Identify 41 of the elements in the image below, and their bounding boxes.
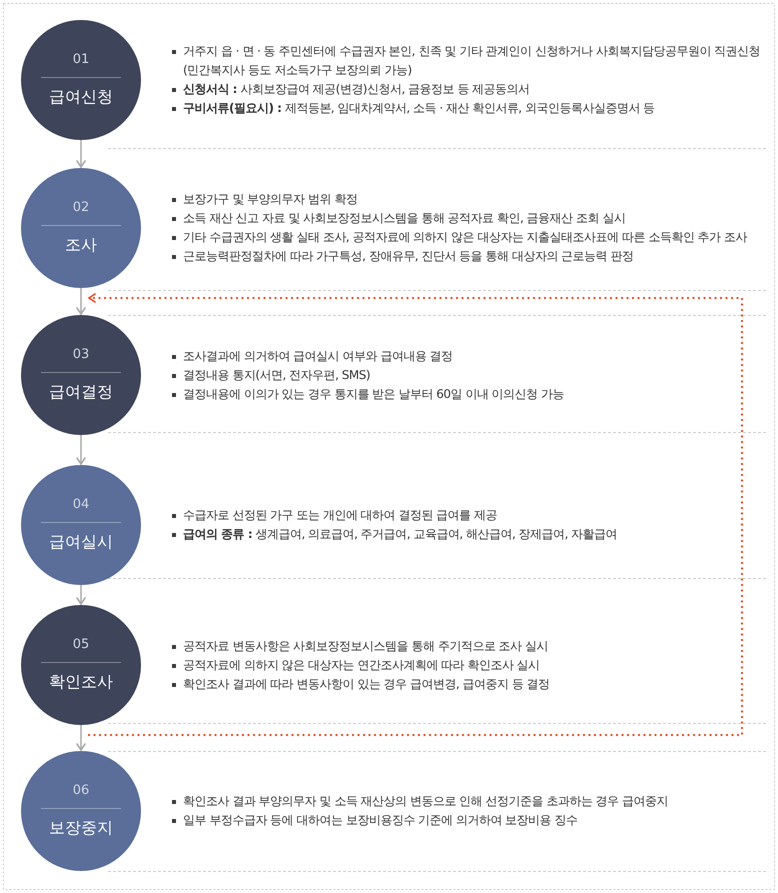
bullet-text: 근로능력판정절차에 따라 가구특성, 장애유무, 진단서 등을 통해 대상자의 근로능력 판정 xyxy=(183,248,634,265)
arrow xyxy=(76,585,86,605)
step-number: 04 xyxy=(72,497,90,513)
step-title: 확인조사 xyxy=(49,672,113,692)
arrow xyxy=(76,725,86,751)
step-title: 보장중지 xyxy=(49,818,113,838)
step-title: 급여결정 xyxy=(49,382,113,402)
bullet-text: 급여의 종류 : 생계급여, 의료급여, 주거급여, 교육급여, 해산급여, 장제급여, 자활급여 xyxy=(183,526,618,543)
bullet-text: 공적자료에 의하지 않은 대상자는 연간조사계획에 따라 확인조사 실시 xyxy=(183,656,540,674)
arrow xyxy=(76,140,86,168)
step-number: 02 xyxy=(72,200,90,216)
step-number: 03 xyxy=(72,347,90,363)
bullet-text: 소득 재산 신고 자료 및 사회보장정보시스템을 통해 공적자료 확인, 금융재산 조회 실시 xyxy=(183,210,626,227)
step-circle xyxy=(21,168,141,288)
step-number: 06 xyxy=(72,783,90,799)
dotted-arrow xyxy=(88,293,744,736)
step-circle xyxy=(21,20,141,140)
arrow xyxy=(76,288,86,315)
bullet-text: 신청서식 : 사회보장급여 제공(변경)신청서, 금융정보 등 제공동의서 xyxy=(183,81,530,98)
bullet-text: 공적자료 변동사항은 사회보장정보시스템을 통해 주기적으로 조사 실시 xyxy=(183,638,548,654)
step-circle xyxy=(21,315,141,435)
bullet-text: 확인조사 결과에 따라 변동사항이 있는 경우 급여변경, 급여중지 등 결정 xyxy=(183,676,550,692)
step-circle xyxy=(21,751,141,871)
arrow xyxy=(76,435,86,465)
step-title: 조사 xyxy=(65,235,97,255)
step-circle xyxy=(21,465,141,585)
bullet-text: 결정내용에 이의가 있는 경우 통지를 받은 날부터 60일 이내 이의신청 가능 xyxy=(183,386,564,402)
bullet-text: 조사결과에 의거하여 급여실시 여부와 급여내용 결정 xyxy=(183,348,453,364)
bullet-text: 일부 부정수급자 등에 대하여는 보장비용징수 기준에 의거하여 보장비용 징수 xyxy=(183,812,578,829)
bullet-text: 거주지 읍 · 면 · 동 주민센터에 수급권자 본인, 친족 및 기타 관계인이 신청하거나 사회복지담당공무원이 직권신청 (민간복지사 등도 저소득가구 보장의뢰 가능) xyxy=(183,43,762,79)
step-title: 급여실시 xyxy=(49,532,113,552)
step-title: 급여신청 xyxy=(49,87,113,107)
step-number: 05 xyxy=(72,637,90,653)
bullet-text: 결정내용 통지(서면, 전자우편, SMS) xyxy=(183,366,370,384)
bullet-text: 수급자로 선정된 가구 또는 개인에 대하여 결정된 급여를 제공 xyxy=(183,507,498,524)
bullet-text: 보장가구 및 부양의무자 범위 확정 xyxy=(183,191,358,208)
bullet-text: 기타 수급권자의 생활 실태 조사, 공적자료에 의하지 않은 대상자는 지출실태조사표에 따른 소득확인 추가 조사 xyxy=(183,229,747,246)
step-number: 01 xyxy=(72,52,90,68)
bullet-text: 구비서류(필요시) : 제적등본, 임대차계약서, 소득 · 재산 확인서류, 외국인등록사실증명서 등 xyxy=(183,100,655,117)
step-circle xyxy=(21,605,141,725)
bullet-text: 확인조사 결과 부양의무자 및 소득 재산상의 변동으로 인해 선정기준을 초과하는 경우 급여중지 xyxy=(183,793,668,810)
